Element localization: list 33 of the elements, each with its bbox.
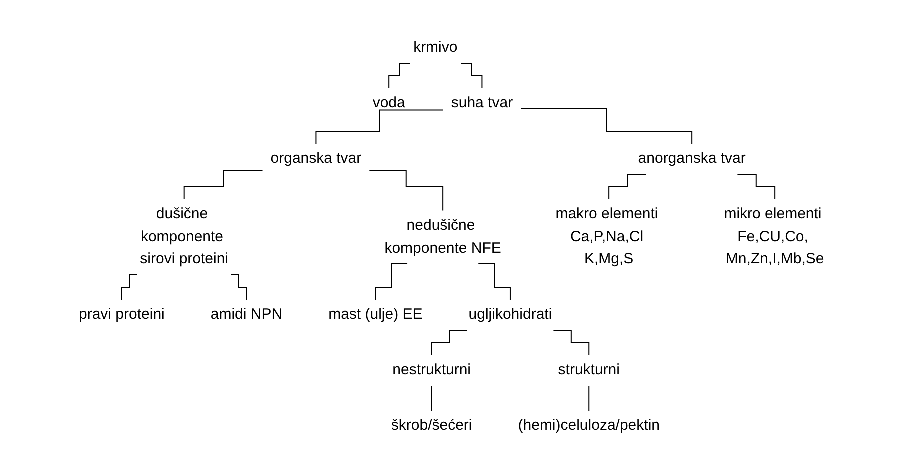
node-text: krmivo <box>414 39 458 56</box>
connector <box>388 63 411 90</box>
node-text: makro elementi Ca,P,Na,Cl K,Mg,S <box>556 206 658 268</box>
node-text: (hemi)celuloza/pektin <box>518 417 660 434</box>
node-text: suha tvar <box>451 94 514 112</box>
connector <box>431 386 432 412</box>
connector <box>375 264 408 301</box>
connector <box>737 174 776 200</box>
connector <box>588 386 590 412</box>
node-text: ugljikohidrati <box>468 306 552 324</box>
node-text: anorganska tvar <box>638 150 746 168</box>
connector <box>431 330 468 356</box>
connector <box>478 264 511 301</box>
connector <box>553 330 590 356</box>
connector <box>121 274 138 301</box>
node-text: voda <box>372 94 406 112</box>
connector <box>369 170 444 212</box>
node-text: nestrukturni <box>392 362 471 379</box>
node-text: nedušične komponente NFE <box>384 217 502 256</box>
node-text: amidi NPN <box>210 306 283 324</box>
node-text: mikro elementi Fe,CU,Co, Mn,Zn,I,Mb,Se <box>724 206 824 268</box>
node-text: strukturni <box>558 362 620 379</box>
connector <box>184 170 264 200</box>
node-text: škrob/šećeri <box>391 417 472 434</box>
node-text: pravi proteini <box>78 306 165 324</box>
connector <box>460 63 483 90</box>
connector <box>520 108 693 145</box>
connector <box>608 174 647 200</box>
connector <box>230 274 248 301</box>
node-text: organska tvar <box>270 150 362 168</box>
node-text: dušične komponente sirovi proteini <box>140 206 228 268</box>
node-text: mast (ulje) EE <box>328 306 423 324</box>
connector <box>316 110 444 145</box>
